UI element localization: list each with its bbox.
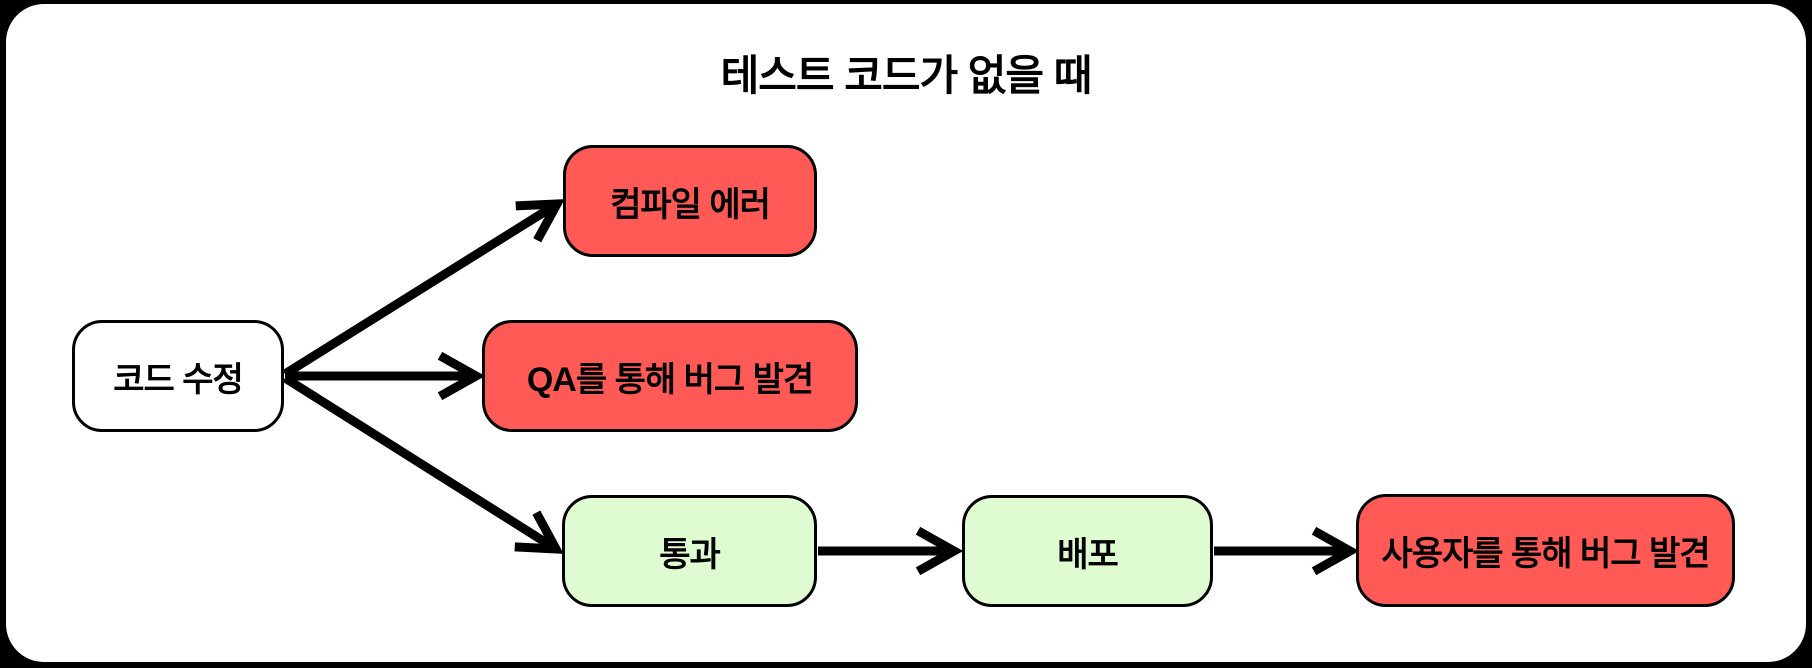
node-code-edit-label: 코드 수정 <box>113 360 244 399</box>
edge-code-edit-to-pass <box>282 374 556 549</box>
node-code-edit: 코드 수정 <box>72 320 284 432</box>
node-qa-bug: QA를 통해 버그 발견 <box>482 320 858 432</box>
node-user-bug: 사용자를 통해 버그 발견 <box>1356 494 1735 607</box>
edge-code-edit-to-compile-error <box>282 204 557 378</box>
node-user-bug-label: 사용자를 통해 버그 발견 <box>1381 535 1710 573</box>
node-compile-error: 컴파일 에러 <box>563 145 817 257</box>
node-compile-error-label: 컴파일 에러 <box>610 185 771 224</box>
diagram-title: 테스트 코드가 없을 때 <box>720 52 1093 99</box>
node-deploy-label: 배포 <box>1057 535 1119 574</box>
node-deploy: 배포 <box>962 495 1213 607</box>
node-pass-label: 통과 <box>659 535 721 574</box>
node-qa-bug-label: QA를 통해 버그 발견 <box>526 360 814 399</box>
node-pass: 통과 <box>562 495 817 607</box>
